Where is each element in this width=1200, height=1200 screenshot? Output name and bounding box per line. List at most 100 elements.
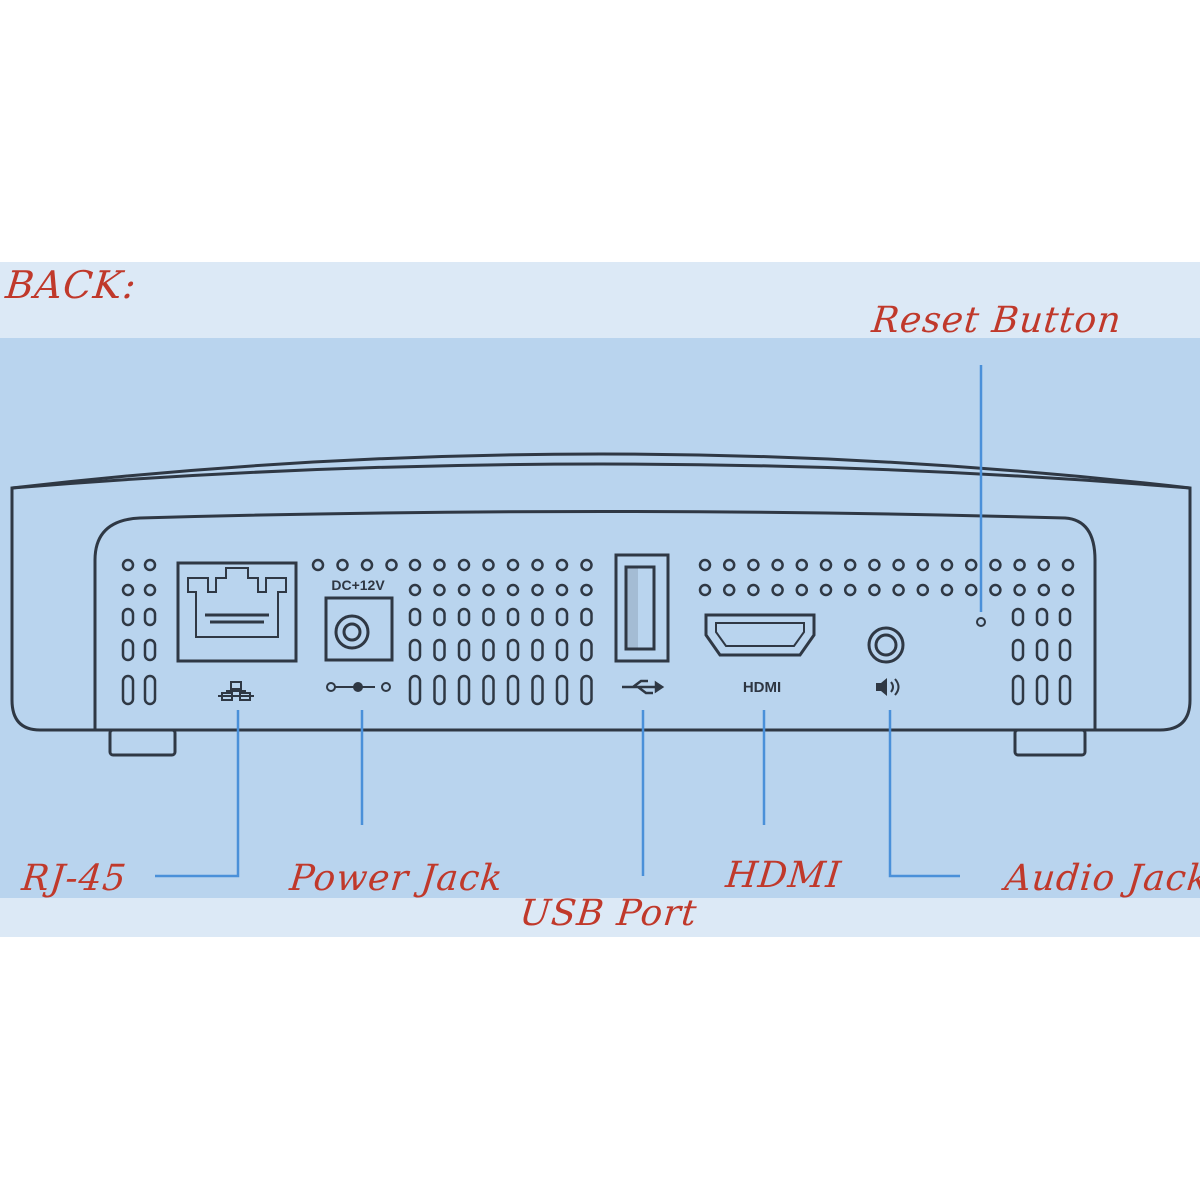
vent-hole [555, 583, 569, 597]
vent-hole [457, 674, 471, 706]
vent-hole [964, 558, 978, 572]
vent-hole [506, 558, 520, 572]
vent-hole [408, 674, 422, 706]
label-power-jack: Power Jack [287, 858, 506, 899]
vent-hole [336, 558, 349, 572]
leader-lines [155, 365, 983, 878]
vent-hole [121, 558, 135, 572]
vent-hole [580, 674, 593, 706]
vent-hole [892, 558, 905, 572]
label-hdmi: HDMI [723, 855, 844, 896]
vent-hole [1011, 638, 1025, 662]
vent-hole [843, 583, 857, 597]
vent-hole [482, 638, 495, 662]
vent-hole [868, 558, 881, 572]
vent-hole [482, 607, 495, 627]
vent-hole [580, 558, 593, 572]
vent-hole [433, 607, 446, 627]
vent-hole [143, 558, 157, 572]
vent-hole [1011, 674, 1025, 706]
vent-hole [143, 638, 157, 662]
vent-hole [143, 674, 157, 706]
vent-hole [795, 583, 809, 597]
vent-hole [1035, 638, 1049, 662]
vent-hole [555, 638, 569, 662]
vent-hole [433, 583, 446, 597]
vent-hole [1058, 638, 1072, 662]
vent-hole [964, 583, 978, 597]
vent-hole [531, 674, 544, 706]
right-foot [1013, 728, 1087, 757]
power-jack [324, 596, 394, 662]
vent-hole [121, 638, 135, 662]
vent-hole [555, 558, 569, 572]
vent-holes [121, 558, 1075, 706]
vent-hole [143, 607, 157, 627]
vent-hole [531, 638, 544, 662]
vent-hole [1061, 583, 1075, 597]
vent-hole [1058, 674, 1072, 706]
vent-hole [457, 607, 471, 627]
hdmi-logo-text: HDMI [743, 679, 781, 696]
vent-hole [311, 558, 325, 572]
vent-hole [843, 558, 857, 572]
vent-hole [531, 583, 544, 597]
label-usb-port: USB Port [517, 893, 700, 934]
vent-hole [1061, 558, 1075, 572]
vent-hole [1037, 583, 1051, 597]
vent-hole [433, 638, 446, 662]
rj45-port [176, 561, 298, 663]
vent-hole [819, 558, 833, 572]
speaker-icon [876, 678, 900, 696]
vent-hole [408, 558, 422, 572]
vent-hole [457, 638, 471, 662]
vent-hole [722, 583, 736, 597]
vent-hole [1037, 558, 1051, 572]
vent-hole [1035, 674, 1049, 706]
label-audio-jack: Audio Jack [1002, 858, 1200, 899]
vent-hole [506, 583, 520, 597]
vent-hole [892, 583, 905, 597]
vent-hole [868, 583, 881, 597]
vent-hole [482, 558, 495, 572]
back-title: BACK: [3, 263, 139, 307]
vent-hole [121, 607, 135, 627]
label-reset-button: Reset Button [869, 300, 1124, 341]
vent-hole [1011, 607, 1025, 627]
leader-rj45 [155, 710, 240, 878]
vent-hole [795, 558, 809, 572]
vent-hole [698, 583, 712, 597]
vent-hole [698, 558, 712, 572]
dc-rating-text: DC+12V [331, 577, 385, 593]
dc-polarity-icon [326, 682, 391, 692]
vent-hole [916, 583, 930, 597]
vent-hole [580, 638, 593, 662]
vent-hole [819, 583, 833, 597]
vent-hole [433, 674, 446, 706]
vent-hole [457, 558, 471, 572]
vent-hole [1035, 607, 1049, 627]
vent-hole [771, 558, 784, 572]
vent-hole [555, 607, 569, 627]
vent-hole [360, 558, 374, 572]
vent-hole [580, 583, 593, 597]
label-rj45: RJ-45 [19, 858, 129, 899]
vent-hole [1013, 558, 1026, 572]
vent-hole [531, 558, 544, 572]
vent-hole [482, 674, 495, 706]
vent-hole [916, 558, 930, 572]
vent-hole [747, 558, 760, 572]
vent-hole [506, 674, 520, 706]
vent-hole [457, 583, 471, 597]
usb-icon [622, 679, 665, 695]
vent-hole [555, 674, 569, 706]
vent-hole [940, 558, 954, 572]
vent-hole [433, 558, 446, 572]
vent-hole [408, 583, 422, 597]
vent-hole [531, 607, 544, 627]
vent-hole [482, 583, 495, 597]
audio-jack [867, 626, 905, 664]
vent-hole [506, 607, 520, 627]
vent-hole [408, 607, 422, 627]
vent-hole [580, 607, 593, 627]
